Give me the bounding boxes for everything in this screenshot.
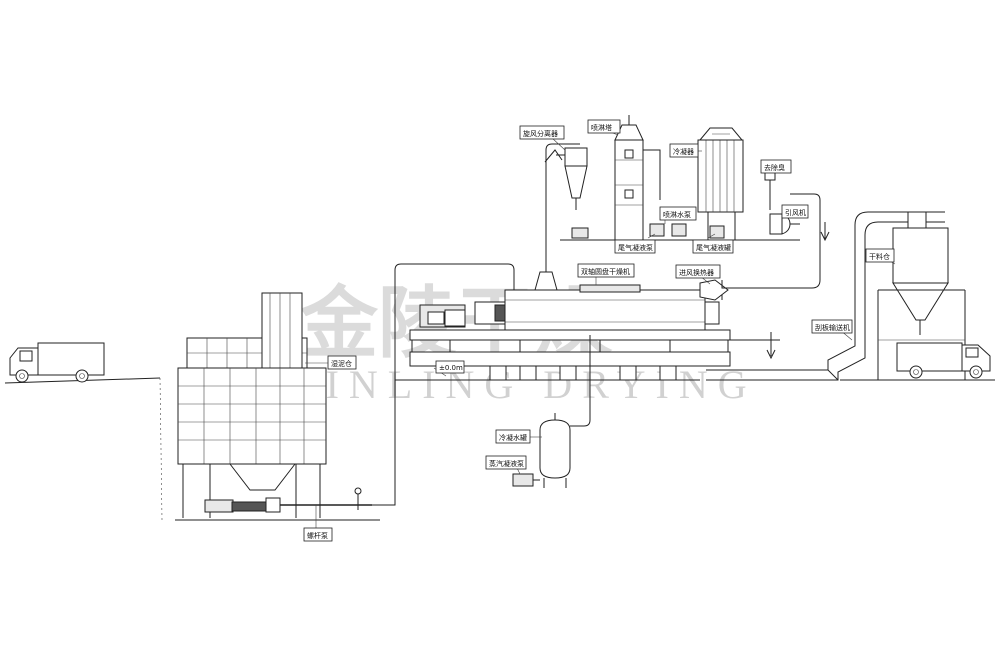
- label-cooling-tank-text: 冷凝水罐: [499, 433, 527, 442]
- label-inlet-heater: 进风换热器: [675, 264, 721, 285]
- label-zero-level: ±0.0m: [433, 360, 465, 377]
- label-sludge-bin-text: 湿泥仓: [331, 359, 352, 368]
- wet-sludge-bin: [177, 292, 327, 518]
- label-dryer-text: 双轴圆盘干燥机: [581, 267, 630, 276]
- label-spray-pump-text: 喷淋水泵: [663, 210, 691, 219]
- dry-material-bin: [877, 211, 966, 380]
- sludge-truck: [9, 342, 105, 383]
- upper-deck-equipment: [560, 171, 800, 241]
- label-exhaust-condensate-pump-text: 尾气凝液泵: [618, 243, 653, 252]
- label-condenser: 冷凝器: [669, 143, 702, 158]
- label-steam-condensate-pump-text: 蒸汽凝液泵: [489, 459, 524, 468]
- screw-pump: [204, 487, 372, 513]
- scraper-conveyor: [706, 211, 945, 381]
- label-scraper-conveyor: 刮板输送机: [811, 319, 853, 341]
- label-sludge-bin: 湿泥仓: [305, 355, 357, 370]
- label-spray-tower-text: 喷淋塔: [591, 123, 612, 132]
- label-screw-pump-text: 螺杆泵: [307, 531, 328, 540]
- label-cooling-tank: 冷凝水罐: [495, 429, 542, 444]
- exhaust-piping: [545, 143, 830, 420]
- label-spray-pump: 喷淋水泵: [659, 206, 697, 224]
- label-induced-fan-text: 引风机: [785, 208, 806, 217]
- label-inlet-heater-text: 进风换热器: [679, 268, 714, 277]
- cyclone-separator: [544, 147, 588, 210]
- dry-material-truck: [896, 342, 991, 379]
- cooling-tank-group: [512, 413, 591, 488]
- label-dry-bin: 干料仓: [865, 248, 896, 265]
- spray-tower: [614, 115, 661, 241]
- label-exhaust-condensate-pump: 尾气凝液泵: [614, 233, 656, 254]
- label-steam-condensate-pump: 蒸汽凝液泵: [485, 455, 527, 475]
- label-screw-pump: 螺杆泵: [303, 505, 333, 542]
- label-deodorize: 去除臭: [760, 159, 792, 174]
- label-zero-level-text: ±0.0m: [439, 364, 463, 372]
- label-dry-bin-text: 干料仓: [869, 252, 890, 261]
- label-scraper-conveyor-text: 刮板输送机: [815, 323, 850, 332]
- label-induced-fan: 引风机: [781, 204, 809, 219]
- label-exhaust-condensate-tank-text: 尾气凝液罐: [696, 243, 731, 252]
- condenser: [697, 127, 744, 240]
- dryer: [409, 271, 731, 381]
- label-cyclone-text: 旋风分离器: [523, 129, 558, 138]
- label-spray-tower: 喷淋塔: [587, 119, 621, 136]
- label-deodorize-text: 去除臭: [764, 163, 785, 172]
- label-dryer: 双轴圆盘干燥机: [577, 263, 635, 285]
- feed-pipe: [372, 263, 515, 506]
- label-condenser-text: 冷凝器: [673, 147, 694, 156]
- label-cyclone: 旋风分离器: [519, 125, 566, 151]
- label-exhaust-condensate-tank: 尾气凝液罐: [692, 233, 734, 254]
